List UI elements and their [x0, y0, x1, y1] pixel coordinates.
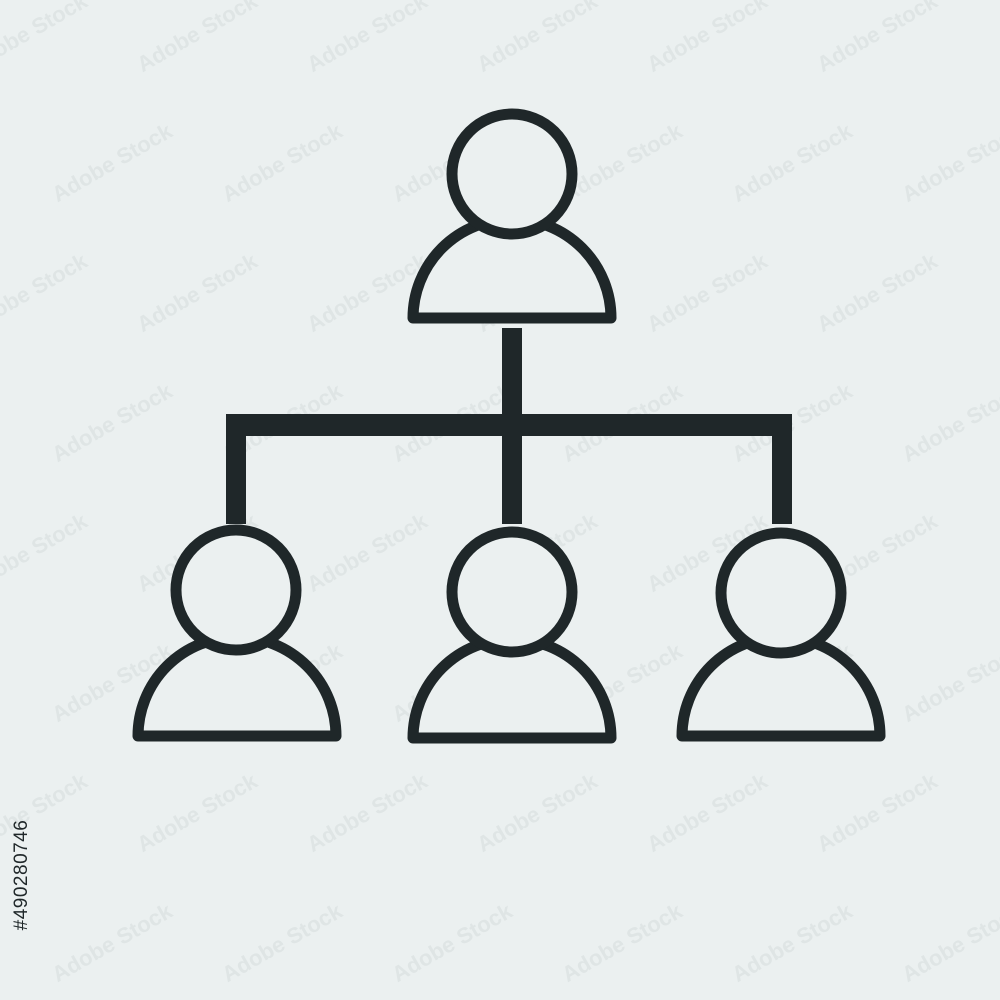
stock-id-text: #490280746	[11, 819, 32, 931]
person-icon	[132, 524, 342, 742]
connector-left-drop	[226, 414, 246, 524]
connector-right-drop	[772, 414, 792, 524]
stock-id-label: #490280746	[4, 760, 40, 990]
connector-lines	[226, 328, 792, 524]
person-icon	[407, 108, 617, 324]
connector-middle-drop	[502, 414, 522, 524]
person-icon	[676, 527, 886, 742]
connector-trunk	[502, 328, 522, 428]
person-icon	[407, 526, 617, 744]
